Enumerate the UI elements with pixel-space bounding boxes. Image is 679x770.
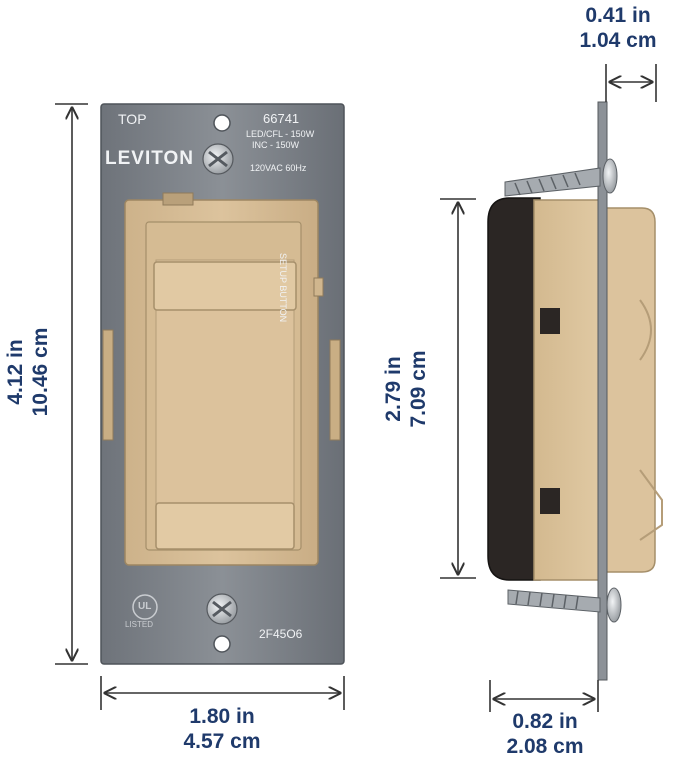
side-bottom-screw-icon (507, 587, 622, 623)
side-front-protrusion (603, 207, 656, 573)
ul-listed: LISTED (125, 620, 154, 629)
height-cm: 10.46 cm (29, 327, 52, 417)
plate-depth-cm: 1.04 cm (579, 29, 657, 52)
plate-depth-label: 0.41 in 1.04 cm (558, 3, 678, 53)
rating-led: LED/CFL - 150W (246, 129, 315, 139)
left-tab (102, 329, 114, 441)
height-label: 4.12 in 10.46 cm (3, 292, 53, 452)
side-slot-upper (540, 308, 560, 334)
right-tab (329, 339, 341, 441)
ul-mark-icon (132, 594, 158, 620)
body-height-cm: 7.09 cm (407, 350, 430, 428)
setup-button-label: SETUP BUTTON (278, 253, 288, 323)
on-off-paddle (155, 502, 295, 550)
model-number: 66741 (263, 111, 300, 126)
depth-in: 0.82 in (512, 710, 578, 733)
frame-clip (162, 192, 194, 206)
voltage-rating: 120VAC 60Hz (250, 163, 307, 173)
rear-housing (487, 197, 541, 581)
front-view (100, 103, 345, 665)
mounting-hole-bottom (213, 635, 231, 653)
plate-depth-in: 0.41 in (585, 4, 651, 27)
ul-mark: UL (138, 601, 152, 612)
setup-button (313, 277, 324, 297)
strap-edge (597, 101, 608, 681)
depth-label: 0.82 in 2.08 cm (475, 709, 615, 759)
rocker-edge-upper (639, 299, 652, 361)
brand-logo: LEVITON (105, 148, 194, 169)
side-slot-lower (540, 488, 560, 514)
side-view (487, 101, 663, 681)
height-in: 4.12 in (4, 339, 27, 405)
depth-cm: 2.08 cm (506, 735, 584, 758)
mounting-hole-top (213, 114, 231, 132)
dimension-lines (55, 64, 657, 712)
rating-inc: INC - 150W (252, 140, 300, 150)
side-top-screw-icon (504, 158, 618, 197)
rocker-edge-lower (639, 469, 663, 541)
body-height-label: 2.79 in 7.09 cm (381, 319, 431, 459)
bottom-screw-icon (206, 593, 238, 625)
top-label: TOP (118, 111, 147, 127)
date-code: 2F45O6 (259, 627, 303, 641)
width-in: 1.80 in (189, 705, 255, 728)
body-height-in: 2.79 in (382, 356, 405, 422)
width-label: 1.80 in 4.57 cm (152, 704, 292, 754)
side-body (533, 199, 601, 581)
top-screw-icon (202, 143, 234, 175)
dimmer-slider-knob (153, 261, 297, 311)
width-cm: 4.57 cm (183, 730, 261, 753)
